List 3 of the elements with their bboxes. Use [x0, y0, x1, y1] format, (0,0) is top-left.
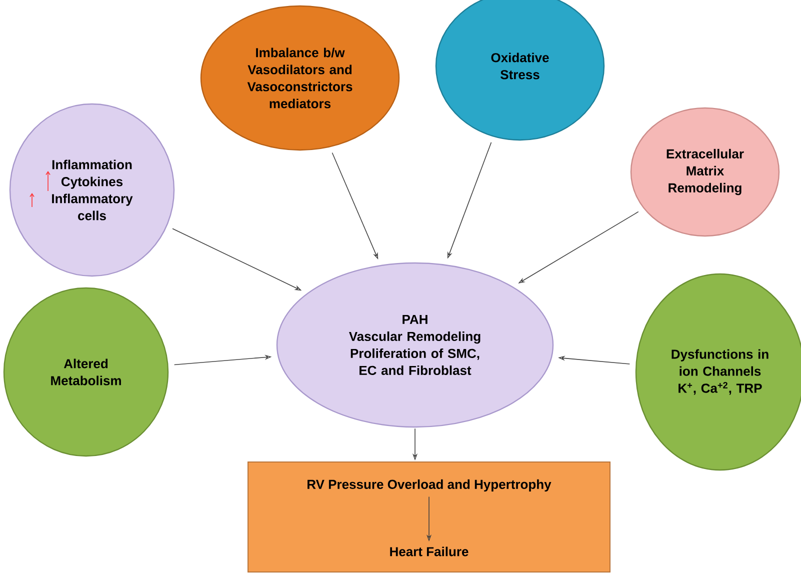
- outcome-box: [248, 462, 610, 572]
- outcome-text: Heart Failure: [390, 546, 468, 556]
- outcome-text: RV Pressure Overload and Hypertrophy: [308, 479, 552, 492]
